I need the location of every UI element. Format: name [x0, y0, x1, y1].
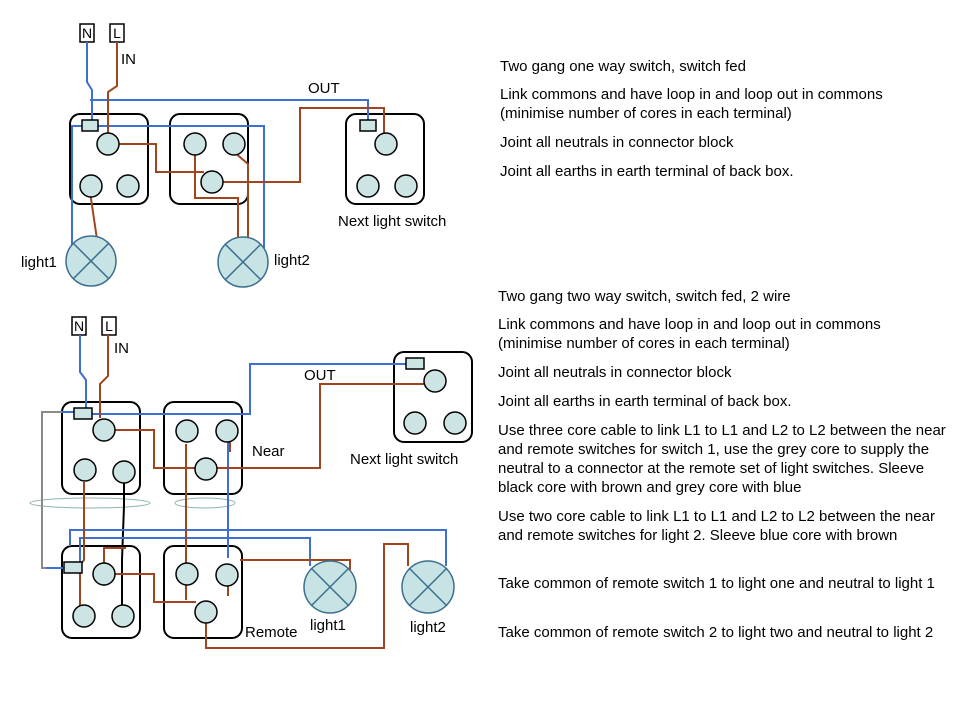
- note-item: Joint all neutrals in connector block: [498, 364, 732, 381]
- connector-block-icon: [81, 119, 99, 132]
- in-label: IN: [114, 340, 129, 357]
- terminal-l1: L1: [175, 419, 199, 443]
- switch-plate-icon: [61, 545, 141, 639]
- light1-label: light1: [21, 254, 57, 271]
- terminal-c: C: [423, 369, 447, 393]
- light-bulb-icon: [217, 236, 269, 288]
- terminal-l2: L2: [112, 460, 136, 484]
- switch-plate-icon: [393, 351, 473, 443]
- terminal-l1: L1: [356, 174, 380, 198]
- note-title: Two gang two way switch, switch fed, 2 w…: [498, 288, 791, 305]
- terminal-l2: L2: [222, 132, 246, 156]
- note-item: Joint all earths in earth terminal of ba…: [500, 163, 794, 180]
- out-label: OUT: [304, 367, 336, 384]
- note-item: Take common of remote switch 1 to light …: [498, 575, 935, 592]
- light2-label: light2: [274, 252, 310, 269]
- terminal-l2: L2: [111, 604, 135, 628]
- next-switch-label: Next light switch: [338, 213, 446, 230]
- terminal-c: C: [92, 418, 116, 442]
- terminal-c: C: [92, 562, 116, 586]
- terminal-l2: L2: [394, 174, 418, 198]
- live-label: L: [113, 25, 121, 41]
- connector-block-icon: [359, 119, 377, 132]
- switch-plate-icon: [169, 113, 249, 205]
- terminal-l1: L1: [183, 132, 207, 156]
- near-label: Near: [252, 443, 285, 460]
- next-switch-label: Next light switch: [350, 451, 458, 468]
- note-item: Link commons and have loop in and loop o…: [498, 316, 881, 352]
- light-bulb-icon: [401, 560, 455, 614]
- note-item: Joint all earths in earth terminal of ba…: [498, 393, 792, 410]
- terminal-l1: L1: [72, 604, 96, 628]
- in-label: IN: [121, 51, 136, 68]
- switch-plate-icon: [163, 545, 243, 639]
- note-item: Use three core cable to link L1 to L1 an…: [498, 422, 946, 496]
- terminal-l2: L2: [116, 174, 140, 198]
- light2-label: light2: [410, 619, 446, 636]
- sleeve-ellipse-icon: [29, 497, 151, 509]
- note-item: Take common of remote switch 2 to light …: [498, 624, 934, 641]
- terminal-c: C: [200, 170, 224, 194]
- neutral-label: N: [82, 25, 92, 41]
- terminal-l2: L2: [443, 411, 467, 435]
- terminal-l1: L1: [403, 411, 427, 435]
- connector-block-icon: [73, 407, 93, 420]
- light-bulb-icon: [303, 560, 357, 614]
- terminal-c: C: [194, 457, 218, 481]
- terminal-l2: L2: [215, 419, 239, 443]
- note-item: Joint all neutrals in connector block: [500, 134, 734, 151]
- light-bulb-icon: [65, 235, 117, 287]
- terminal-c: C: [374, 132, 398, 156]
- terminal-l1: L1: [73, 458, 97, 482]
- remote-label: Remote: [245, 624, 298, 641]
- sleeve-ellipse-icon: [174, 497, 236, 509]
- terminal-c: C: [194, 600, 218, 624]
- switch-plate-icon: [163, 401, 243, 495]
- diagram-two-way: CL1L2L1L2CCL1L2CL1L2L1L2C: [29, 316, 473, 649]
- note-item: Link commons and have loop in and loop o…: [500, 86, 883, 122]
- note-item: Use two core cable to link L1 to L1 and …: [498, 508, 935, 544]
- connector-block-icon: [405, 357, 425, 370]
- light1-label: light1: [310, 617, 346, 634]
- out-label: OUT: [308, 80, 340, 97]
- note-title: Two gang one way switch, switch fed: [500, 58, 746, 75]
- diagram-one-way: CL1L2L1L2CCL1L2: [65, 23, 425, 288]
- terminal-l2: L2: [215, 563, 239, 587]
- connector-block-icon: [63, 561, 83, 574]
- terminal-l1: L1: [175, 562, 199, 586]
- terminal-l1: L1: [79, 174, 103, 198]
- terminal-c: C: [96, 132, 120, 156]
- neutral-label: N: [74, 318, 84, 334]
- live-label: L: [105, 318, 113, 334]
